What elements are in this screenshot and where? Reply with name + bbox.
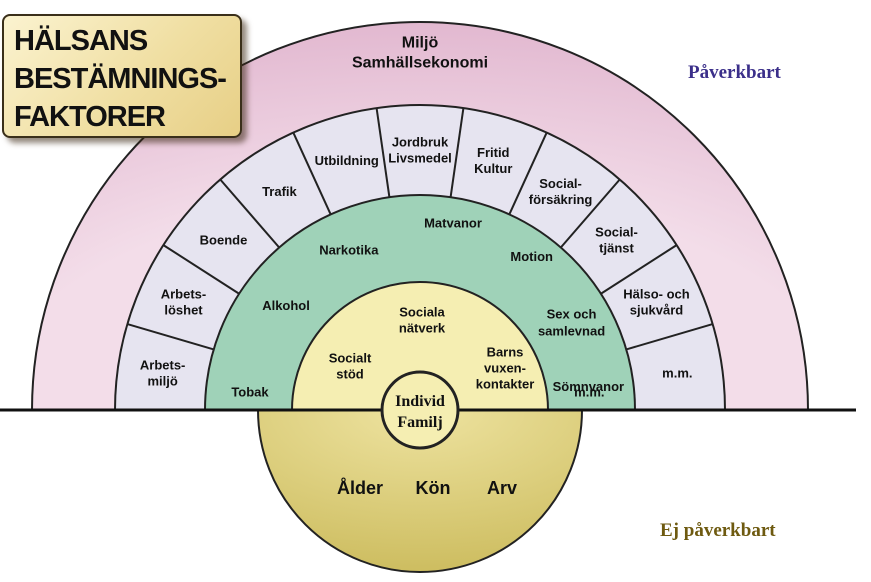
center-label-line: Familj [397,414,442,431]
society-segment-divider [375,107,391,198]
society-segment-label: Boende [200,232,248,247]
society-segment-label-line: Boende [200,232,248,247]
society-segment-divider [162,244,240,295]
society-segment-divider [292,132,332,215]
society-segment-label-line: löshet [164,303,203,318]
lifestyle-item-label: Tobak [231,385,269,400]
network-item-label-line: kontakter [476,377,535,392]
lifestyle-item-label: Sömnvanor [553,379,625,394]
not-influenceable-label: Ej påverkbart [660,520,776,541]
lifestyle-item-label-line: Motion [510,249,553,264]
society-segment-divider [508,132,548,215]
society-segment-label-line: Arbets- [161,287,207,302]
title-line-3: FAKTORER [14,101,166,133]
lifestyle-item-label-line: Alkohol [262,298,310,313]
society-segment-label: Social-försäkring [529,176,593,207]
network-item-label-line: stöd [336,367,364,382]
society-segment-label: Arbets-miljö [140,358,186,389]
society-segment-label-line: Fritid [477,145,510,160]
society-segment-divider [127,323,214,351]
lifestyle-item-label: m.m. [574,385,604,400]
lifestyle-item-label-line: Sex och [547,307,597,322]
center-label-line: Individ [395,393,445,410]
lifestyle-item-label-line: samlevnad [538,324,605,339]
lifestyle-item-label: Sex och samlevnad [538,307,605,339]
lifestyle-item-label-line: Narkotika [319,243,379,258]
society-segment-label: m.m. [662,366,692,381]
title-line-2: BESTÄMNINGS- [14,63,227,95]
network-item-label-line: nätverk [399,321,446,336]
diagram-title-box: HÄLSANS BESTÄMNINGS- FAKTORER [2,14,242,138]
lifestyle-item-label-line: Sömnvanor [553,379,625,394]
society-segment-label-line: försäkring [529,192,593,207]
society-segment-label: Arbets-löshet [161,287,207,318]
society-segment-label-line: Hälso- och [623,287,690,302]
lifestyle-item-label-line: Matvanor [424,215,482,230]
society-segment-label-line: sjukvård [630,303,684,318]
society-segment-divider [600,244,678,295]
lifestyle-item-label: Alkohol [262,298,310,313]
society-segment-label-line: Social- [595,224,638,239]
fixed-factor-label: Ålder [337,478,383,498]
society-segment-divider [626,323,713,351]
network-item-label-line: vuxen- [484,361,526,376]
society-segment-label-line: miljö [147,374,177,389]
fixed-factor-label: Kön [416,478,451,498]
lifestyle-item-label: Matvanor [424,215,482,230]
society-segment-label-line: Arbets- [140,358,186,373]
outer-ring-label-line: Samhällsekonomi [352,55,488,72]
outer-ring-label-line: Miljö [402,35,439,52]
society-segment-label-line: Social- [539,176,582,191]
society-segment-label: Utbildning [315,153,379,168]
society-segment-label-line: m.m. [662,366,692,381]
network-item-label-line: Barns [487,345,524,360]
title-line-1: HÄLSANS [14,25,148,57]
fixed-factors-half-disc [256,409,584,573]
network-ring [290,281,550,411]
society-segment-label-line: Livsmedel [388,151,452,166]
lifestyle-item-label: Motion [510,249,553,264]
society-segment-label: Trafik [262,184,297,199]
fixed-factor-label: Arv [487,478,517,498]
center-circle [380,370,460,450]
society-segment-label-line: Kultur [474,161,512,176]
influenceable-label: Påverkbart [688,62,781,83]
society-segment-divider [560,178,621,249]
society-segment-label-line: Utbildning [315,153,379,168]
lifestyle-item-label: Narkotika [319,243,379,258]
society-segment-label-line: tjänst [599,240,634,255]
society-segment-label-line: Trafik [262,184,297,199]
society-segment-divider [219,178,280,249]
network-item-label-line: Sociala [399,305,445,320]
society-segment-divider [449,107,465,198]
society-segment-label-line: Jordbruk [392,135,449,150]
network-item-label-line: Socialt [329,351,372,366]
society-segment-label: Social-tjänst [595,224,638,255]
lifestyle-item-label-line: Tobak [231,385,269,400]
lifestyle-item-label-line: m.m. [574,385,604,400]
